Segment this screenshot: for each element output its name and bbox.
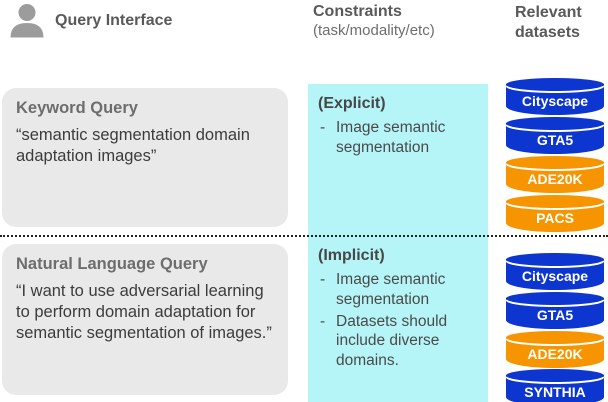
dataset-label: ADE20K <box>527 171 583 187</box>
constraint-item-text: Image semantic segmentation <box>336 119 446 156</box>
dataset-label: ADE20K <box>527 346 583 362</box>
query-interface-title: Query Interface <box>55 11 173 29</box>
constraint-type-label: (Explicit) <box>318 95 386 112</box>
query-type-title: Natural Language Query <box>16 255 208 273</box>
datasets-title-line2: datasets <box>515 23 580 41</box>
datasets-header: Relevant datasets <box>515 3 582 42</box>
cylinder-top <box>506 331 604 344</box>
dataset-cylinder-cityscape: Cityscape <box>506 78 604 115</box>
query-example-text: “I want to use adversarial learning to p… <box>16 282 272 342</box>
constraints-header: Constraints (task/modality/etc) <box>313 3 435 39</box>
cylinder-top <box>506 253 604 266</box>
cylinder-top <box>506 369 604 382</box>
constraint-item-text: Image semantic segmentation <box>336 271 446 308</box>
query-example-text: “semantic segmentation domain adaptation… <box>16 126 250 165</box>
constraint-item: - Image semantic segmentation <box>318 118 480 158</box>
constraints-panel-explicit-content: (Explicit) - Image semantic segmentation <box>308 84 488 158</box>
dataset-cylinder-gta5: GTA5 <box>506 117 604 154</box>
row-separator-dotted-line <box>0 235 608 237</box>
datasets-title-line1: Relevant <box>515 4 582 21</box>
bullet-dash: - <box>320 119 326 136</box>
constraint-item: - Image semantic segmentation <box>318 270 480 310</box>
dataset-cylinder-ade20k: ADE20K <box>506 156 604 193</box>
dataset-cylinder-synthia: SYNTHIA <box>506 369 604 402</box>
dataset-cylinder-cityscape: Cityscape <box>506 253 604 290</box>
person-icon <box>10 4 44 38</box>
cylinder-top <box>506 292 604 305</box>
constraint-item: - Datasets should include diverse domain… <box>318 312 480 371</box>
keyword-query-box: Keyword Query “semantic segmentation dom… <box>2 88 288 227</box>
bullet-dash: - <box>320 312 326 330</box>
dataset-label: GTA5 <box>536 307 574 323</box>
constraint-type-label: (Implicit) <box>318 247 385 264</box>
dataset-label: PACS <box>536 210 574 226</box>
dataset-cylinder-gta5: GTA5 <box>506 292 604 329</box>
constraints-panel-implicit: (Implicit) - Image semantic segmentation… <box>308 236 488 402</box>
cylinder-top <box>506 195 604 208</box>
dataset-cylinder-ade20k: ADE20K <box>506 331 604 368</box>
bullet-dash: - <box>320 271 326 288</box>
cylinder-top <box>506 78 604 91</box>
natural-language-query-content: Natural Language Query “I want to use ad… <box>2 244 288 343</box>
query-type-title: Keyword Query <box>16 99 138 117</box>
cylinder-top <box>506 117 604 130</box>
dataset-label: Cityscape <box>521 268 589 284</box>
query-interface-header: Query Interface <box>8 3 172 38</box>
constraints-subtitle: (task/modality/etc) <box>313 22 435 39</box>
constraints-panel-explicit: (Explicit) - Image semantic segmentation <box>308 84 488 236</box>
dataset-label: Cityscape <box>521 93 589 109</box>
dataset-label: SYNTHIA <box>524 384 586 400</box>
dataset-label: GTA5 <box>536 132 574 148</box>
cylinder-top <box>506 156 604 169</box>
keyword-query-content: Keyword Query “semantic segmentation dom… <box>2 88 288 167</box>
natural-language-query-box: Natural Language Query “I want to use ad… <box>2 244 288 395</box>
constraint-item-text: Datasets should include diverse domains. <box>336 312 448 370</box>
dataset-cylinder-pacs: PACS <box>506 195 604 232</box>
constraints-panel-implicit-content: (Implicit) - Image semantic segmentation… <box>308 236 488 371</box>
constraints-title: Constraints <box>313 3 402 20</box>
